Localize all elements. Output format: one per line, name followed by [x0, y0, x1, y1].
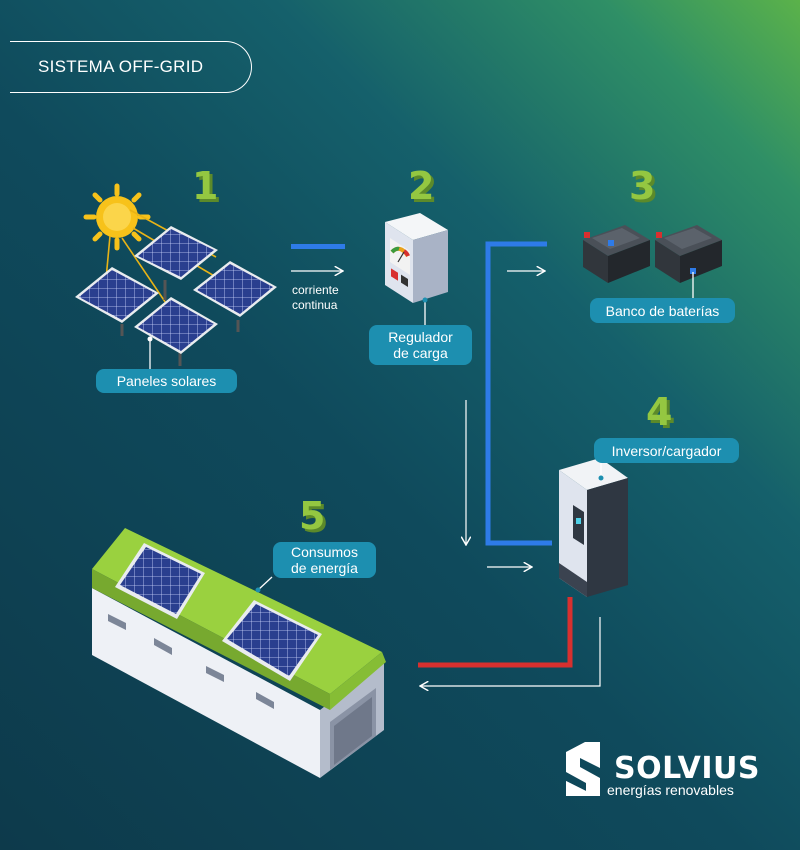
label-energy-consumption: Consumos de energía	[273, 542, 376, 578]
brand-name: SOLVIUS	[614, 751, 760, 786]
ac-line-to-building	[418, 597, 573, 668]
svg-text:5: 5	[302, 497, 328, 541]
solar-panels-illustration	[75, 183, 277, 370]
solvius-logo-icon	[566, 742, 600, 796]
svg-text:3: 3	[629, 164, 655, 208]
svg-text:3: 3	[632, 167, 658, 211]
label-battery-bank: Banco de baterías	[590, 298, 735, 323]
svg-text:1: 1	[195, 167, 221, 211]
sun-icon	[83, 183, 151, 251]
dc-line-segment	[291, 244, 345, 249]
svg-text:5: 5	[299, 494, 325, 538]
svg-text:4: 4	[649, 393, 675, 437]
charge-regulator-illustration	[385, 213, 448, 325]
label-charge-regulator: Regulador de carga	[369, 325, 472, 365]
diagram-title: SISTEMA OFF-GRID	[10, 41, 252, 93]
step-number-2: 2 2	[408, 164, 437, 211]
dc-line-battery-inverter	[485, 241, 552, 546]
svg-text:4: 4	[646, 390, 672, 434]
direct-current-note: corriente continua	[292, 283, 339, 312]
svg-text:1: 1	[192, 164, 218, 208]
flow-arrow-5	[420, 617, 601, 686]
step-number-5: 5 5	[299, 494, 328, 541]
step-number-4: 4 4	[646, 390, 675, 437]
building-illustration	[92, 528, 386, 778]
svg-text:2: 2	[408, 164, 434, 208]
step-number-3: 3 3	[629, 164, 658, 211]
battery-bank-illustration	[583, 225, 722, 299]
inverter-charger-illustration	[559, 458, 628, 597]
brand-tagline: energías renovables	[607, 782, 734, 798]
step-number-1: 1 1	[192, 164, 221, 211]
label-solar-panels: Paneles solares	[96, 369, 237, 393]
svg-text:2: 2	[411, 167, 437, 211]
label-inverter-charger: Inversor/cargador	[594, 438, 739, 463]
